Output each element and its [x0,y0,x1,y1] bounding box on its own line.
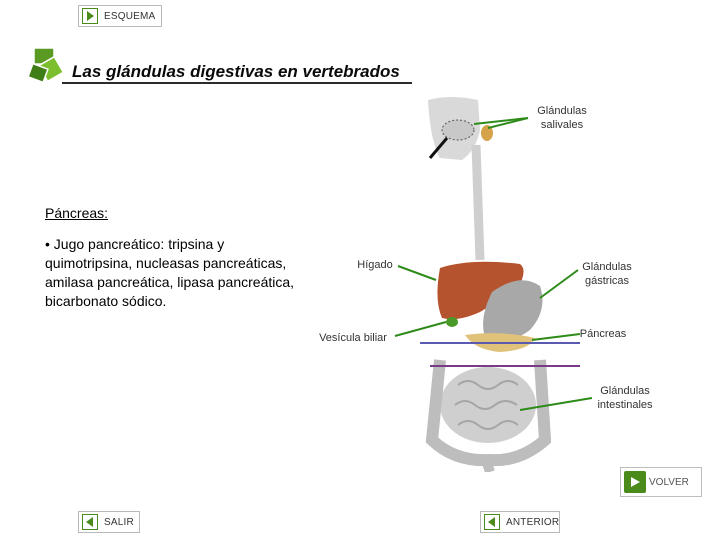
back-arrow-icon [484,514,500,530]
label-pancreas: Páncreas [577,327,629,341]
label-higado: Hígado [350,258,400,272]
small-intestine [440,367,536,443]
esquema-button[interactable]: ESQUEMA [78,5,162,27]
esophagus [476,145,480,260]
volver-label: VOLVER [649,477,689,488]
volver-button[interactable]: VOLVER [620,467,702,497]
section-body: • Jugo pancreático: tripsina y quimotrip… [45,235,305,311]
salivary-gland [442,120,474,140]
gallbladder [446,317,458,327]
label-gastricas: Glándulas gástricas [575,260,639,288]
title-divider [62,82,412,84]
anterior-label: ANTERIOR [506,517,559,528]
arrow-higado [398,266,436,280]
rectum [486,460,490,472]
arrow-vesicula [395,322,446,336]
section-heading: Páncreas: [45,205,108,221]
play-arrow-icon [82,8,98,24]
diamond-logo-icon [28,46,68,86]
salir-button[interactable]: SALIR [78,511,140,533]
label-vesicula: Vesícula biliar [312,331,394,345]
back-arrow-icon [82,514,98,530]
label-salivales: Glándulas salivales [530,104,594,132]
play-arrow-icon [624,471,646,493]
label-intestinales: Glándulas intestinales [590,384,660,412]
arrow-pancreas [532,334,580,340]
anterior-button[interactable]: ANTERIOR [480,511,560,533]
arrow-gastricas [540,270,578,298]
page-title: Las glándulas digestivas en vertebrados [72,62,400,82]
salir-label: SALIR [104,517,134,528]
esquema-label: ESQUEMA [104,11,155,22]
